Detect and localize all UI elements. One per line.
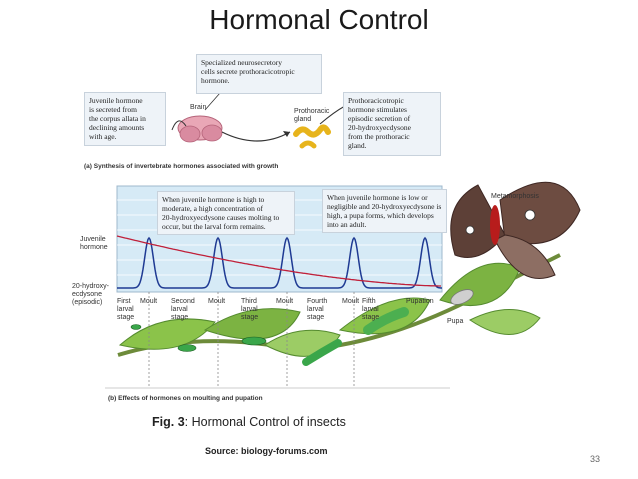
stage-third-larval: Third larval stage: [241, 298, 259, 321]
stage-moult-1: Moult: [140, 298, 158, 305]
low-juvenile-note: When juvenile hormone is low or negligib…: [322, 189, 447, 233]
high-juvenile-note: When juvenile hormone is high to moderat…: [157, 191, 295, 235]
moth-illustration: [450, 181, 581, 279]
juvenile-hormone-curve: [116, 235, 441, 287]
figure-caption: Fig. 3: Hormonal Control of insects: [152, 415, 346, 429]
stage-moult-2: Moult: [208, 298, 226, 305]
juvenile-hormone-axis-label: Juvenile hormone: [80, 236, 108, 251]
panel-a-heading: (a) Synthesis of invertebrate hormones a…: [84, 163, 279, 170]
metamorphosis-label: Metamorphosis: [491, 193, 539, 200]
stage-first-larval: First larval stage: [117, 298, 135, 321]
neurosecretory-note: Specialized neurosecretory cells secrete…: [196, 54, 322, 94]
brain-to-gland-arrow: [221, 131, 291, 142]
source-credit: Source: biology-forums.com: [205, 446, 328, 456]
prothoracic-gland-illustration: [293, 124, 331, 149]
stage-second-larval: Second larval stage: [171, 298, 195, 321]
caterpillars-illustration: [130, 307, 409, 366]
stage-moult-3: Moult: [276, 298, 294, 305]
stage-fifth-larval: Fifth larval stage: [362, 298, 380, 321]
ptth-note: Prothoracicotropic hormone stimulates ep…: [343, 92, 441, 156]
prothoracic-gland-label: Prothoracic gland: [294, 108, 330, 123]
brain-illustration: [177, 115, 223, 143]
caption-figure-number: Fig. 3: [152, 415, 185, 429]
ecdysone-axis-label: 20-hydroxy- ecdysone (episodic): [72, 283, 109, 306]
juvenile-arrow: [171, 120, 187, 131]
brain-label: Brain: [190, 104, 207, 111]
stage-moult-4: Moult: [342, 298, 360, 305]
panel-b-heading: (b) Effects of hormones on moulting and …: [108, 395, 263, 402]
stage-fourth-larval: Fourth larval stage: [307, 298, 328, 321]
ecdysone-curve: [117, 236, 442, 289]
caption-text: : Hormonal Control of insects: [184, 415, 346, 429]
slide-title: Hormonal Control: [209, 4, 429, 35]
juvenile-hormone-note: Juvenile hormone is secreted from the co…: [84, 92, 166, 146]
pupa-label: Pupa: [447, 318, 464, 325]
stage-pupation: Pupation: [406, 298, 434, 305]
pupa-illustration: [450, 289, 474, 305]
page-number: 33: [590, 454, 601, 464]
